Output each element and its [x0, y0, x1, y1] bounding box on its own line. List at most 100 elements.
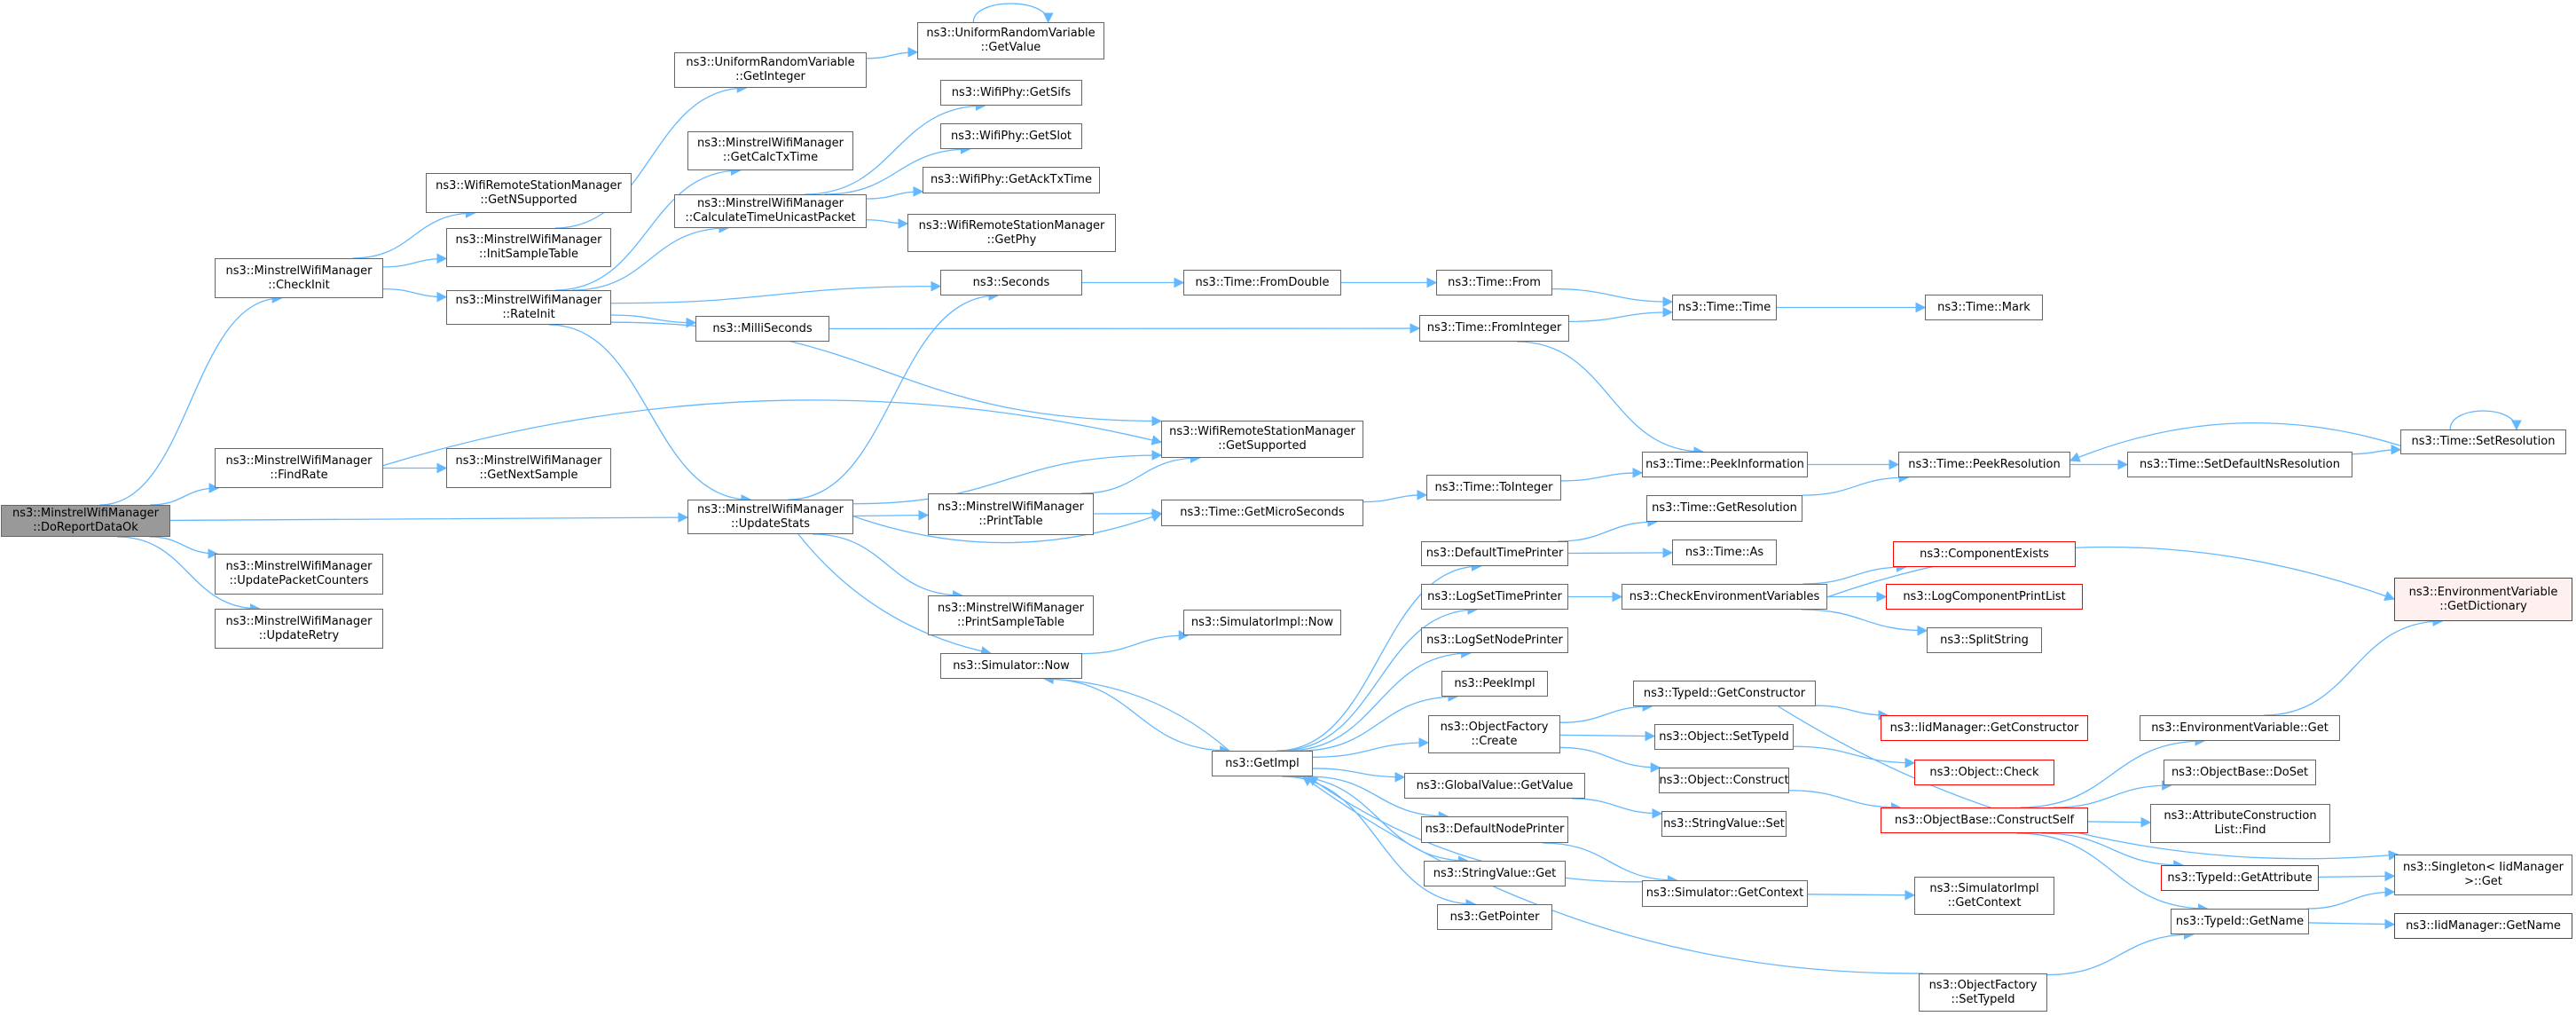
node-printsample[interactable]: ns3::MinstrelWifiManager::PrintSampleTab…: [928, 595, 1094, 635]
node-getsupported[interactable]: ns3::WifiRemoteStationManager::GetSuppor…: [1161, 421, 1363, 458]
edge-getname-to-iidgetname: [2308, 918, 2396, 930]
node-deftimeprinter[interactable]: ns3::DefaultTimePrinter: [1421, 541, 1568, 566]
node-tointeger[interactable]: ns3::Time::ToInteger: [1426, 475, 1561, 500]
node-getack[interactable]: ns3::WifiPhy::GetAckTxTime: [923, 167, 1100, 193]
node-settypeid[interactable]: ns3::Object::SetTypeId: [1654, 724, 1794, 750]
node-compexists[interactable]: ns3::ComponentExists: [1893, 541, 2076, 567]
node-logcomplist[interactable]: ns3::LogComponentPrintList: [1886, 584, 2083, 610]
node-logsettime[interactable]: ns3::LogSetTimePrinter: [1421, 584, 1568, 610]
node-timeas[interactable]: ns3::Time::As: [1672, 540, 1777, 565]
node-peekres[interactable]: ns3::Time::PeekResolution: [1898, 452, 2070, 477]
node-label: ns3::Object::Check: [1929, 765, 2039, 779]
node-logsetnode[interactable]: ns3::LogSetNodePrinter: [1421, 627, 1568, 653]
node-getctor[interactable]: ns3::TypeId::GetConstructor: [1633, 681, 1816, 706]
edge-checkinit-to-getnsupp: [352, 208, 476, 259]
node-timefrom[interactable]: ns3::Time::From: [1436, 270, 1552, 295]
node-updstats[interactable]: ns3::MinstrelWifiManager::UpdateStats: [687, 500, 853, 534]
node-label: ns3::MinstrelWifiManager: [455, 453, 602, 468]
edge-rateinit-to-getcalctx: [555, 165, 742, 291]
node-calctime[interactable]: ns3::MinstrelWifiManager::CalculateTimeU…: [674, 194, 867, 228]
node-timetime[interactable]: ns3::Time::Time: [1672, 295, 1777, 320]
node-objfactcreate[interactable]: ns3::ObjectFactory::Create: [1428, 715, 1560, 753]
node-getcalctx[interactable]: ns3::MinstrelWifiManager::GetCalcTxTime: [687, 131, 853, 170]
node-getnextsample[interactable]: ns3::MinstrelWifiManager::GetNextSample: [446, 448, 611, 488]
node-getname[interactable]: ns3::TypeId::GetName: [2171, 909, 2309, 934]
node-label: ns3::EnvironmentVariable::Get: [2151, 721, 2329, 735]
edge-objconstruct-to-constructself: [1788, 790, 1902, 813]
node-urv_getval[interactable]: ns3::UniformRandomVariable::GetValue: [917, 22, 1104, 59]
node-envdict[interactable]: ns3::EnvironmentVariable::GetDictionary: [2394, 578, 2572, 621]
edge-gvgetvalue-to-strvalset: [1572, 798, 1663, 819]
node-setres[interactable]: ns3::Time::SetResolution: [2400, 429, 2566, 454]
node-simimplnow[interactable]: ns3::SimulatorImpl::Now: [1183, 610, 1341, 635]
node-simimplctx[interactable]: ns3::SimulatorImpl::GetContext: [1914, 877, 2054, 915]
node-label: ns3::TypeId::GetConstructor: [1643, 686, 1806, 700]
node-label: ns3::WifiRemoteStationManager: [436, 178, 622, 193]
node-getsifs[interactable]: ns3::WifiPhy::GetSifs: [940, 80, 1082, 106]
node-root[interactable]: ns3::MinstrelWifiManager::DoReportDataOk: [1, 505, 170, 537]
node-urv_getint[interactable]: ns3::UniformRandomVariable::GetInteger: [674, 52, 867, 88]
node-label: ns3::MinstrelWifiManager: [225, 614, 373, 628]
node-label: ns3::Simulator::Now: [953, 658, 1070, 673]
node-getpointer[interactable]: ns3::GetPointer: [1437, 904, 1552, 930]
node-peekimpl[interactable]: ns3::PeekImpl: [1441, 671, 1548, 697]
edge-checkinit-to-initsample: [382, 253, 448, 268]
node-getattr[interactable]: ns3::TypeId::GetAttribute: [2161, 865, 2319, 891]
edge-defnodeprinter-to-simgetctx: [1543, 842, 1678, 886]
node-strvalset[interactable]: ns3::StringValue::Set: [1661, 811, 1787, 837]
node-label: ::SetTypeId: [1951, 992, 2015, 1006]
edge-findrate-to-getsupported: [382, 399, 1163, 467]
node-checkenv[interactable]: ns3::CheckEnvironmentVariables: [1622, 584, 1827, 610]
node-constructself[interactable]: ns3::ObjectBase::ConstructSelf: [1881, 807, 2088, 833]
node-getphy[interactable]: ns3::WifiRemoteStationManager::GetPhy: [907, 214, 1116, 252]
node-updpkt[interactable]: ns3::MinstrelWifiManager::UpdatePacketCo…: [215, 554, 383, 595]
node-getimpl[interactable]: ns3::GetImpl: [1212, 751, 1313, 776]
node-label: ::GetValue: [980, 41, 1041, 54]
node-label: ns3::Simulator::GetContext: [1645, 886, 1804, 900]
node-fromdouble[interactable]: ns3::Time::FromDouble: [1183, 270, 1341, 295]
node-envget[interactable]: ns3::EnvironmentVariable::Get: [2140, 715, 2340, 741]
edge-getattr-to-singleton: [2318, 871, 2396, 882]
node-peekinfo[interactable]: ns3::Time::PeekInformation: [1642, 452, 1808, 477]
node-gvgetvalue[interactable]: ns3::GlobalValue::GetValue: [1404, 773, 1585, 799]
node-label: ns3::ObjectBase::DoSet: [2171, 765, 2309, 779]
node-objcheck[interactable]: ns3::Object::Check: [1914, 760, 2054, 785]
node-iidgetname[interactable]: ns3::IidManager::GetName: [2394, 913, 2572, 939]
node-singleton[interactable]: ns3::Singleton< IidManager >::Get: [2394, 855, 2572, 895]
edge-updstats-to-seconds: [788, 290, 1000, 500]
node-label: ns3::Time::As: [1685, 545, 1764, 559]
node-rateinit[interactable]: ns3::MinstrelWifiManager::RateInit: [446, 290, 611, 325]
node-defnodeprinter[interactable]: ns3::DefaultNodePrinter: [1421, 816, 1568, 843]
node-getnsupp[interactable]: ns3::WifiRemoteStationManager::GetNSuppo…: [426, 173, 632, 213]
node-getmicro[interactable]: ns3::Time::GetMicroSeconds: [1161, 500, 1363, 526]
node-checkinit[interactable]: ns3::MinstrelWifiManager::CheckInit: [215, 258, 383, 298]
node-simnow[interactable]: ns3::Simulator::Now: [940, 653, 1082, 679]
node-label: ns3::Time::Time: [1677, 300, 1771, 314]
node-objfactsettid[interactable]: ns3::ObjectFactory::SetTypeId: [1919, 973, 2047, 1012]
node-frominteger[interactable]: ns3::Time::FromInteger: [1419, 315, 1569, 342]
node-dosset[interactable]: ns3::ObjectBase::DoSet: [2164, 760, 2316, 785]
node-getslot[interactable]: ns3::WifiPhy::GetSlot: [940, 123, 1082, 149]
edge-urv_getval-to-urv_getval: [972, 3, 1054, 24]
node-splitstring[interactable]: ns3::SplitString: [1927, 627, 2042, 653]
node-seconds[interactable]: ns3::Seconds: [940, 270, 1082, 295]
node-updretry[interactable]: ns3::MinstrelWifiManager::UpdateRetry: [215, 609, 383, 649]
node-millis[interactable]: ns3::MilliSeconds: [695, 316, 829, 342]
node-label: ns3::Time::Mark: [1937, 300, 2030, 314]
node-timemark[interactable]: ns3::Time::Mark: [1925, 295, 2043, 320]
node-simgetctx[interactable]: ns3::Simulator::GetContext: [1642, 880, 1808, 907]
node-initsample[interactable]: ns3::MinstrelWifiManager::InitSampleTabl…: [446, 228, 611, 267]
node-objconstruct[interactable]: ns3::Object::Construct: [1659, 768, 1789, 793]
node-findrate[interactable]: ns3::MinstrelWifiManager::FindRate: [215, 448, 383, 488]
edge-updstats-to-simnow: [797, 533, 992, 657]
node-strvalget[interactable]: ns3::StringValue::Get: [1424, 861, 1566, 886]
node-iidgetctor[interactable]: ns3::IidManager::GetConstructor: [1881, 715, 2088, 741]
node-setdefres[interactable]: ns3::Time::SetDefaultNsResolution: [2127, 452, 2352, 477]
node-label: ns3::MinstrelWifiManager: [937, 601, 1084, 615]
node-getres[interactable]: ns3::Time::GetResolution: [1646, 495, 1802, 522]
node-label: ns3::DefaultNodePrinter: [1425, 823, 1565, 836]
node-printtable[interactable]: ns3::MinstrelWifiManager::PrintTable: [928, 493, 1094, 535]
edge-getimpl-to-deftimeprinter: [1276, 561, 1482, 752]
